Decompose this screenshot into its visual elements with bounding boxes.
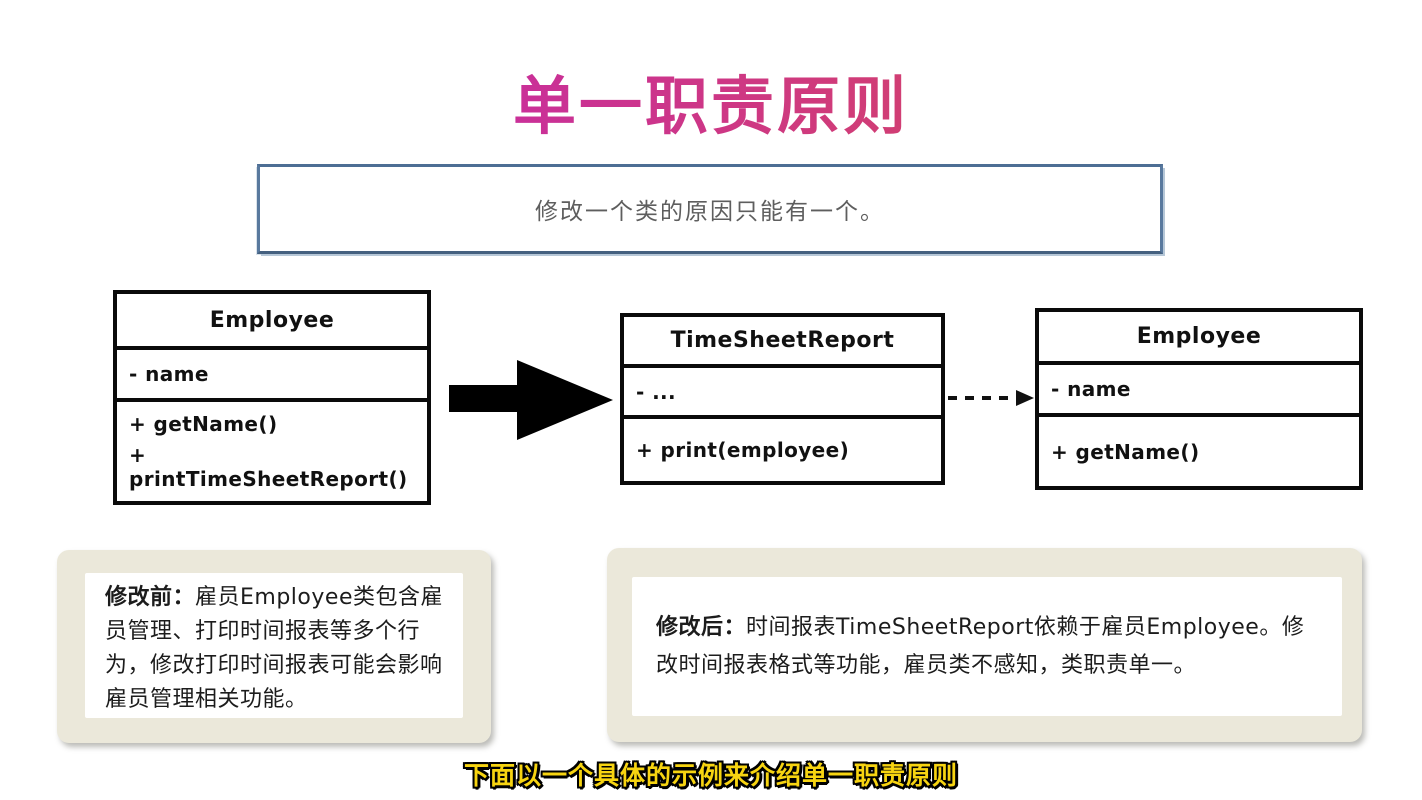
- note-text-after: 修改后：时间报表TimeSheetReport依赖于雇员Employee。修改时…: [656, 609, 1324, 685]
- class-box-employee-after: Employee - name + getName(): [1035, 308, 1363, 490]
- class-attributes-section: - name: [117, 350, 427, 402]
- note-label-after: 修改后：: [656, 614, 747, 640]
- class-box-timesheetreport: TimeSheetReport - ... + print(employee): [620, 313, 945, 485]
- principle-quote-text: 修改一个类的原因只能有一个。: [535, 199, 885, 225]
- note-card-after: 修改后：时间报表TimeSheetReport依赖于雇员Employee。修改时…: [607, 548, 1362, 742]
- class-method: + getName(): [129, 412, 278, 436]
- class-box-employee-before: Employee - name + getName() + printTimeS…: [113, 290, 431, 505]
- class-attribute: - name: [129, 362, 209, 386]
- class-method: + printTimeSheetReport(): [129, 443, 408, 491]
- note-body-before: 雇员Employee类包含雇员管理、打印时间报表等多个行为，修改打印时间报表可能…: [105, 585, 443, 712]
- class-attributes-section: - name: [1039, 365, 1359, 417]
- class-methods-section: + getName(): [1039, 417, 1359, 486]
- class-name: Employee: [1039, 312, 1359, 365]
- class-method: + getName(): [1051, 439, 1200, 464]
- class-methods-section: + getName() + printTimeSheetReport(): [117, 402, 427, 501]
- class-attributes-section: - ...: [624, 368, 941, 419]
- note-label-before: 修改前：: [105, 585, 196, 610]
- note-card-panel: 修改前：雇员Employee类包含雇员管理、打印时间报表等多个行为，修改打印时间…: [85, 573, 463, 718]
- page-title: 单一职责原则: [0, 56, 1422, 147]
- class-methods-section: + print(employee): [624, 419, 941, 481]
- class-method: + print(employee): [636, 438, 850, 462]
- note-body-after: 时间报表TimeSheetReport依赖于雇员Employee。修改时间报表格…: [656, 614, 1305, 678]
- solid-arrow-icon: [449, 360, 613, 440]
- principle-quote-box: 修改一个类的原因只能有一个。: [257, 164, 1163, 254]
- note-card-before: 修改前：雇员Employee类包含雇员管理、打印时间报表等多个行为，修改打印时间…: [57, 550, 491, 743]
- note-card-panel: 修改后：时间报表TimeSheetReport依赖于雇员Employee。修改时…: [632, 577, 1342, 716]
- video-subtitle: 下面以一个具体的示例来介绍单一职责原则: [463, 761, 958, 790]
- class-name: TimeSheetReport: [624, 317, 941, 368]
- class-attribute: - name: [1051, 377, 1131, 401]
- note-text-before: 修改前：雇员Employee类包含雇员管理、打印时间报表等多个行为，修改打印时间…: [105, 581, 449, 717]
- class-attribute: - ...: [636, 379, 677, 404]
- class-name: Employee: [117, 294, 427, 350]
- dashed-arrow-icon: [948, 390, 1034, 406]
